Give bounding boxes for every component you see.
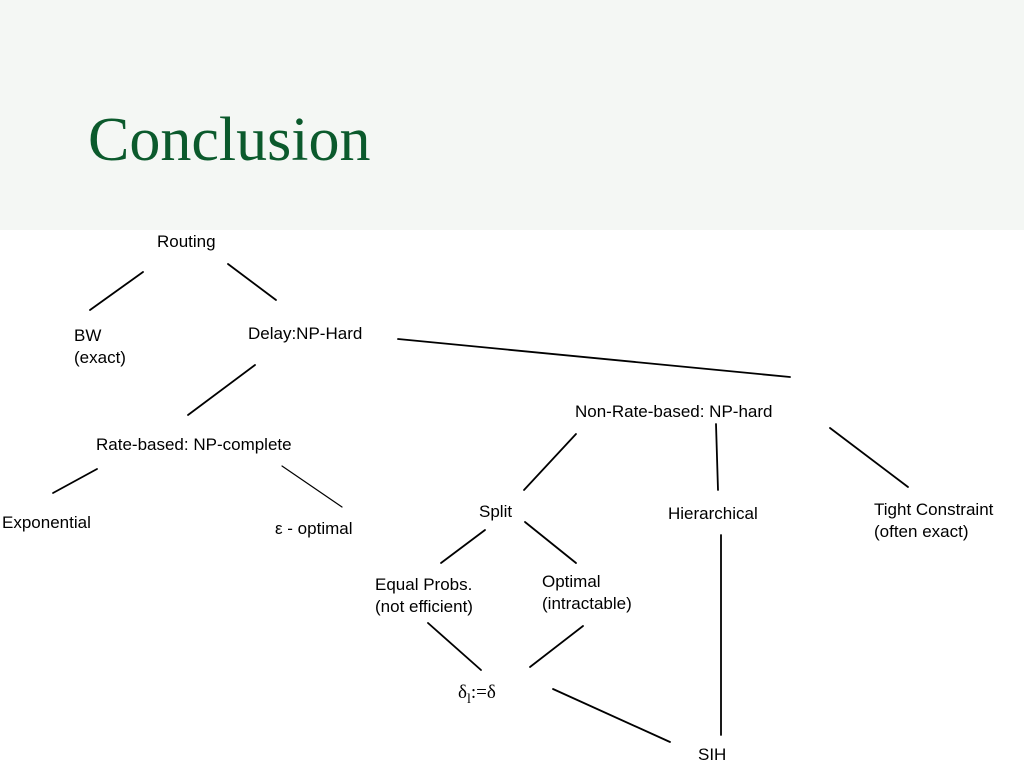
node-equal-probs-line1: Equal Probs.: [375, 575, 473, 594]
edge-routing-bw: [89, 271, 144, 311]
node-bw-line2: (exact): [74, 348, 126, 367]
node-split: Split: [479, 502, 513, 521]
edge-non-rate-hierarchical: [715, 423, 719, 491]
edge-rate-based-eps-optimal: [281, 465, 343, 508]
node-delay: Delay:NP-Hard: [248, 324, 363, 343]
node-sih: SIH: [698, 745, 727, 764]
slide-title: Conclusion: [88, 106, 371, 174]
node-bw-line1: BW: [74, 326, 102, 345]
node-delta-assign: δl:=δ: [458, 682, 496, 711]
node-rate-based: Rate-based: NP-complete: [96, 435, 292, 454]
edge-non-rate-tight-constraint: [829, 427, 909, 488]
node-bw: BW (exact): [74, 325, 126, 369]
edge-optimal-delta: [529, 625, 584, 668]
edge-delta-sih: [552, 688, 671, 743]
node-non-rate-based: Non-Rate-based: NP-hard: [575, 402, 773, 421]
edge-delay-non-rate-based: [397, 338, 791, 378]
node-optimal-line2: (intractable): [542, 594, 632, 613]
edge-non-rate-split: [523, 433, 577, 491]
node-equal-probs: Equal Probs. (not efficient): [375, 574, 473, 618]
edge-split-optimal: [524, 521, 577, 564]
delta-rest: :=δ: [470, 682, 496, 703]
edge-rate-based-exponential: [52, 468, 98, 494]
node-hierarchical: Hierarchical: [668, 504, 758, 523]
node-routing: Routing: [157, 232, 216, 251]
edge-split-equal-probs: [440, 529, 486, 564]
node-optimal-line1: Optimal: [542, 572, 601, 591]
node-tight-constraint-line2: (often exact): [874, 522, 969, 541]
delta-subscript: l: [466, 691, 471, 707]
delta-base: δ: [458, 682, 467, 703]
node-tight-constraint: Tight Constraint (often exact): [874, 499, 993, 543]
edge-delay-rate-based: [187, 364, 256, 416]
node-tight-constraint-line1: Tight Constraint: [874, 500, 994, 519]
header-band: [0, 0, 1024, 230]
node-optimal: Optimal (intractable): [542, 571, 632, 615]
edge-routing-delay: [227, 263, 277, 301]
node-exponential: Exponential: [2, 513, 91, 532]
edge-equal-probs-delta: [427, 622, 482, 671]
node-eps-optimal: ε - optimal: [275, 519, 353, 538]
node-equal-probs-line2: (not efficient): [375, 597, 473, 616]
